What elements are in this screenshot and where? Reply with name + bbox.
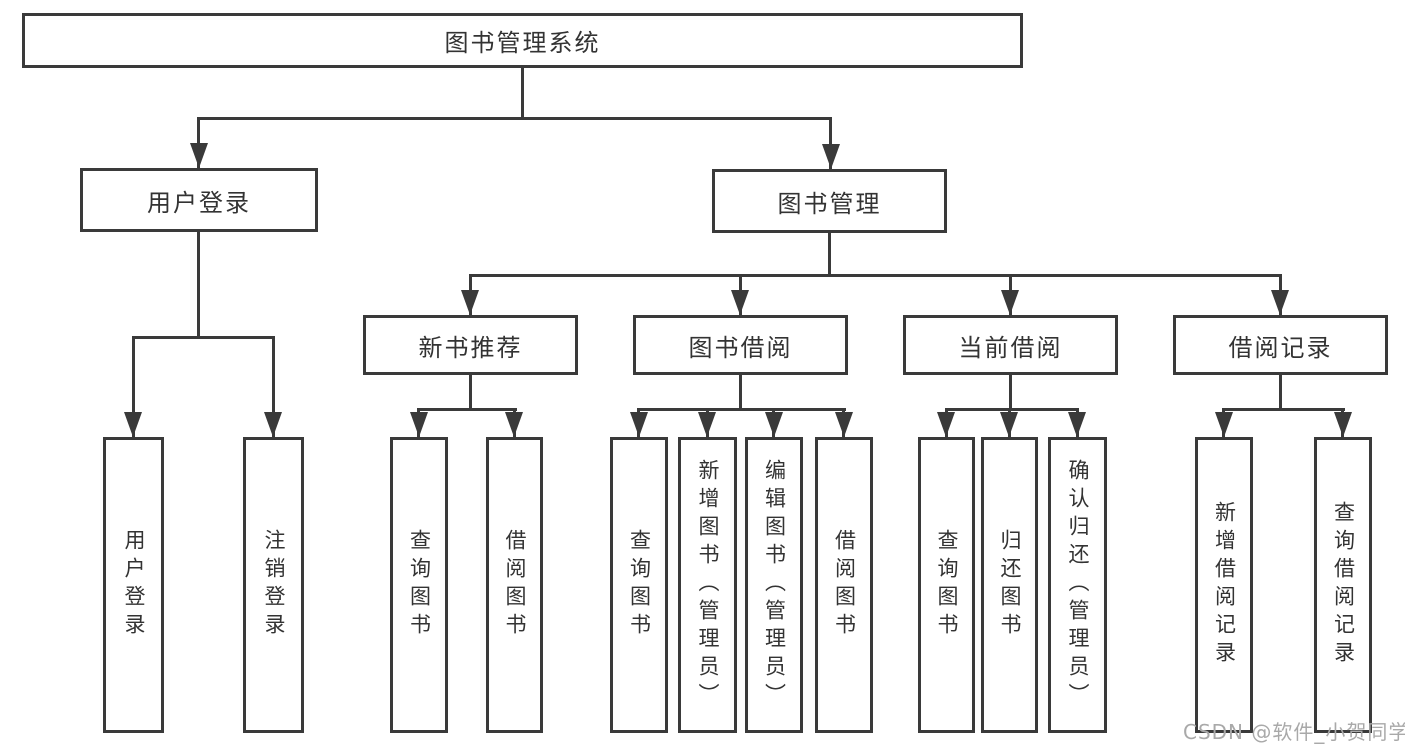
node-system-root: 图书管理系统	[22, 13, 1023, 68]
arrowhead-leaf	[1334, 412, 1352, 437]
leaf-label: 查询图书	[935, 529, 959, 641]
arrowhead-user-login	[190, 143, 208, 168]
arrowhead-book-borrow	[731, 290, 749, 315]
leaf-label: 查询图书	[407, 529, 432, 641]
arrowhead-leaf-login	[124, 412, 142, 437]
arrowhead-leaf	[630, 412, 648, 437]
node-label: 用户登录	[147, 188, 251, 217]
leaf-label: 新增借阅记录	[1212, 501, 1237, 669]
connector-new-book-stem	[469, 375, 472, 408]
node-label: 新书推荐	[418, 333, 523, 362]
arrowhead-leaf	[1068, 412, 1086, 437]
arrowhead-leaf	[410, 412, 428, 437]
arrowhead-leaf	[1215, 412, 1233, 437]
connector-borrow-records-stem	[1279, 375, 1282, 408]
leaf-borrow-books: 借阅图书	[815, 437, 873, 733]
node-user-login: 用户登录	[80, 168, 318, 232]
leaf-label: 新增图书（管理员）	[696, 459, 720, 711]
node-label: 图书管理系统	[444, 29, 601, 57]
leaf-query-books-recommend: 查询图书	[390, 437, 448, 733]
leaf-confirm-return-admin: 确认归还（管理员）	[1048, 437, 1107, 733]
leaf-label: 借阅图书	[832, 529, 857, 641]
leaf-label: 借阅图书	[503, 529, 527, 641]
leaf-logout: 注销登录	[243, 437, 304, 733]
connector-drop-user-login	[197, 117, 200, 168]
arrowhead-book-management	[822, 144, 840, 169]
connector-user-login-hline	[132, 336, 275, 339]
arrowhead-leaf	[505, 412, 523, 437]
arrowhead-leaf	[698, 412, 716, 437]
arrowhead-leaf	[835, 412, 853, 437]
connector-l2-hline	[197, 117, 832, 120]
node-label: 借阅记录	[1228, 333, 1333, 362]
leaf-query-books-current: 查询图书	[918, 437, 975, 733]
arrowhead-leaf	[1000, 412, 1018, 437]
arrowhead-new-book	[461, 290, 479, 315]
leaf-label: 注销登录	[262, 529, 286, 641]
node-borrowing-records: 借阅记录	[1173, 315, 1388, 375]
leaf-return-books: 归还图书	[981, 437, 1038, 733]
leaf-label: 查询借阅记录	[1331, 501, 1356, 669]
leaf-label: 用户登录	[122, 529, 146, 641]
leaf-label: 归还图书	[998, 529, 1022, 641]
node-new-book-recommendation: 新书推荐	[363, 315, 578, 375]
leaf-query-books-borrow: 查询图书	[610, 437, 668, 733]
leaf-query-borrow-record: 查询借阅记录	[1314, 437, 1372, 733]
connector-book-borrow-stem	[739, 375, 742, 408]
connector-new-book-hline	[417, 408, 517, 411]
connector-current-borrow-hline	[945, 408, 1079, 411]
node-label: 图书管理	[777, 189, 882, 218]
connector-current-borrow-stem	[1009, 375, 1012, 408]
node-label: 当前借阅	[958, 333, 1063, 362]
arrowhead-leaf	[765, 412, 783, 437]
node-current-borrowing: 当前借阅	[903, 315, 1118, 375]
connector-l3-hline	[469, 274, 1282, 277]
leaf-edit-book-admin: 编辑图书（管理员）	[745, 437, 803, 733]
leaf-label: 查询图书	[627, 529, 652, 641]
connector-book-management-stem	[828, 233, 831, 274]
connector-drop-book-management	[829, 117, 832, 169]
leaf-add-borrow-record: 新增借阅记录	[1195, 437, 1253, 733]
node-book-borrowing: 图书借阅	[633, 315, 848, 375]
node-label: 图书借阅	[688, 333, 793, 362]
leaf-user-login: 用户登录	[103, 437, 164, 733]
leaf-label: 确认归还（管理员）	[1066, 459, 1090, 711]
leaf-borrow-books-recommend: 借阅图书	[486, 437, 543, 733]
connector-user-login-stem	[197, 232, 200, 336]
connector-borrow-records-hline	[1222, 408, 1345, 411]
arrowhead-current-borrow	[1001, 290, 1019, 315]
arrowhead-borrow-records	[1271, 290, 1289, 315]
connector-book-borrow-hline	[637, 408, 846, 411]
leaf-label: 编辑图书（管理员）	[762, 459, 787, 711]
arrowhead-leaf	[937, 412, 955, 437]
connector-root-stem	[521, 68, 524, 117]
watermark: CSDN @软件_小贺同学	[1183, 720, 1405, 744]
arrowhead-leaf-logout	[264, 412, 282, 437]
connector-drop-leaf-login	[132, 336, 135, 437]
leaf-add-book-admin: 新增图书（管理员）	[678, 437, 737, 733]
connector-drop-leaf-logout	[272, 336, 275, 437]
node-book-management: 图书管理	[712, 169, 947, 233]
